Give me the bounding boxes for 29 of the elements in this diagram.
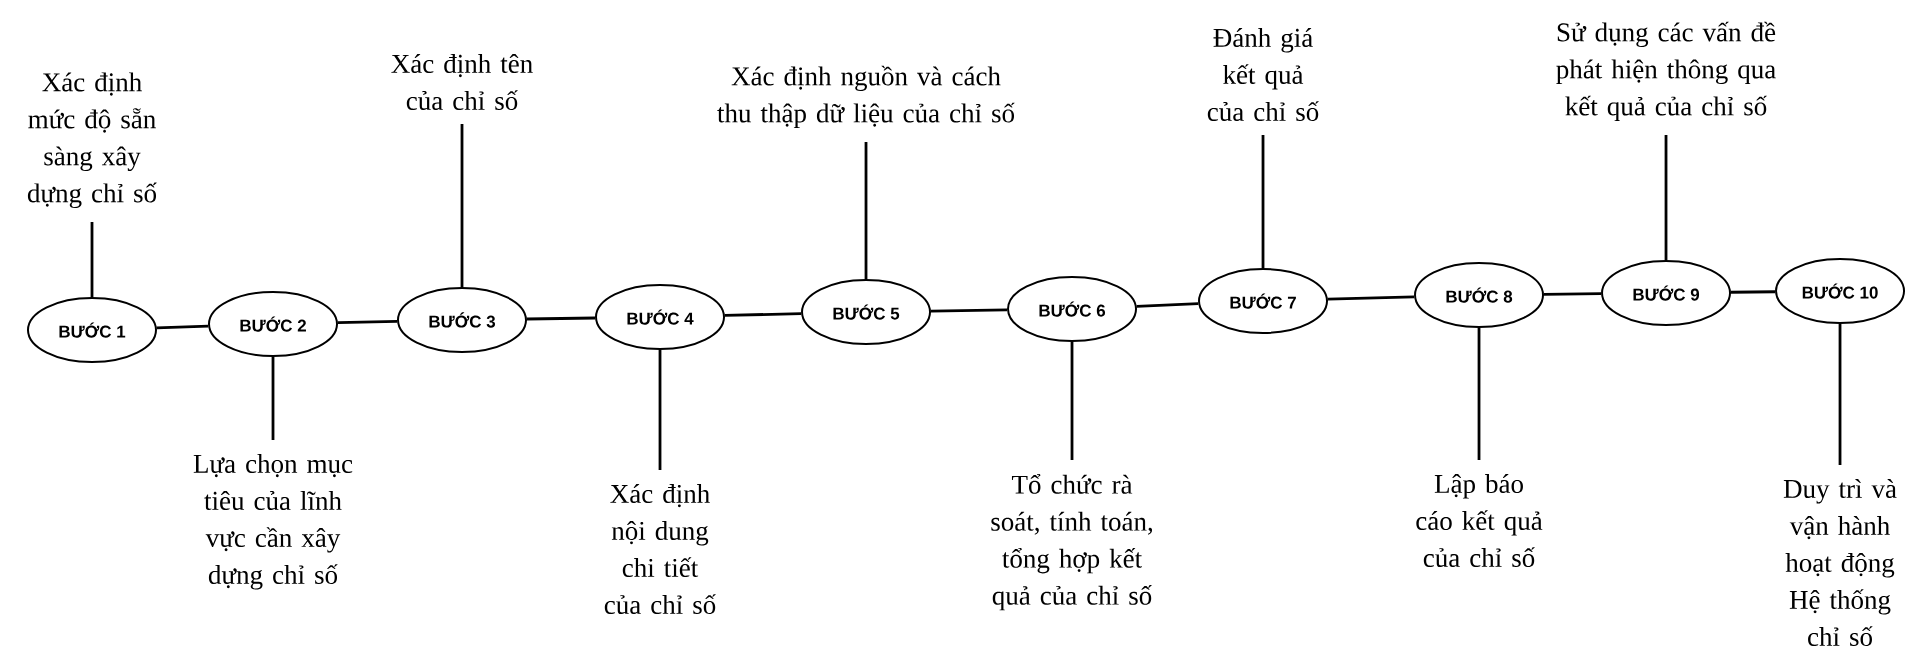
step-description: Lựa chọn mục tiêu của lĩnh vực cần xây dựng chỉ số <box>193 454 353 590</box>
leader-line <box>1838 324 1842 465</box>
leader-line <box>1664 135 1668 260</box>
leader-line <box>658 350 662 470</box>
connector-line <box>724 312 802 317</box>
connector-line <box>526 316 596 321</box>
connector-line <box>1327 295 1415 301</box>
step-description: Lập báo cáo kết quả của chỉ số <box>1416 474 1543 568</box>
step-description: Đánh giá kết quả của chỉ số <box>1207 27 1319 121</box>
leader-line <box>1261 135 1265 268</box>
leader-line <box>271 357 275 440</box>
leader-line <box>1070 342 1074 460</box>
connector-line <box>930 308 1008 313</box>
step-description: Tổ chức rà soát, tính toán, tổng hợp kết quả của chỉ số <box>991 474 1153 611</box>
step-description: Sử dụng các vấn đề phát hiện thông qua kết quả của chỉ số <box>1556 21 1776 121</box>
leader-line <box>90 222 94 297</box>
connector-line <box>1544 292 1602 296</box>
step-description: Xác định mức độ sẵn sàng xây dựng chỉ số <box>27 72 157 208</box>
connector-line <box>1136 302 1199 308</box>
connector-line <box>156 324 209 330</box>
step-description: Xác định tên của chỉ số <box>391 53 533 110</box>
step-description: Duy trì và vận hành hoạt động Hệ thống chỉ số <box>1783 479 1897 647</box>
connector-line <box>337 320 398 325</box>
leader-line <box>460 124 464 287</box>
connector-line <box>1731 290 1776 294</box>
step-description: Xác định nội dung chi tiết của chỉ số <box>604 484 716 615</box>
leader-line <box>864 142 868 279</box>
step-description: Xác định nguồn và cách thu thập dữ liệu của chỉ số <box>717 65 1015 128</box>
leader-line <box>1477 328 1481 460</box>
